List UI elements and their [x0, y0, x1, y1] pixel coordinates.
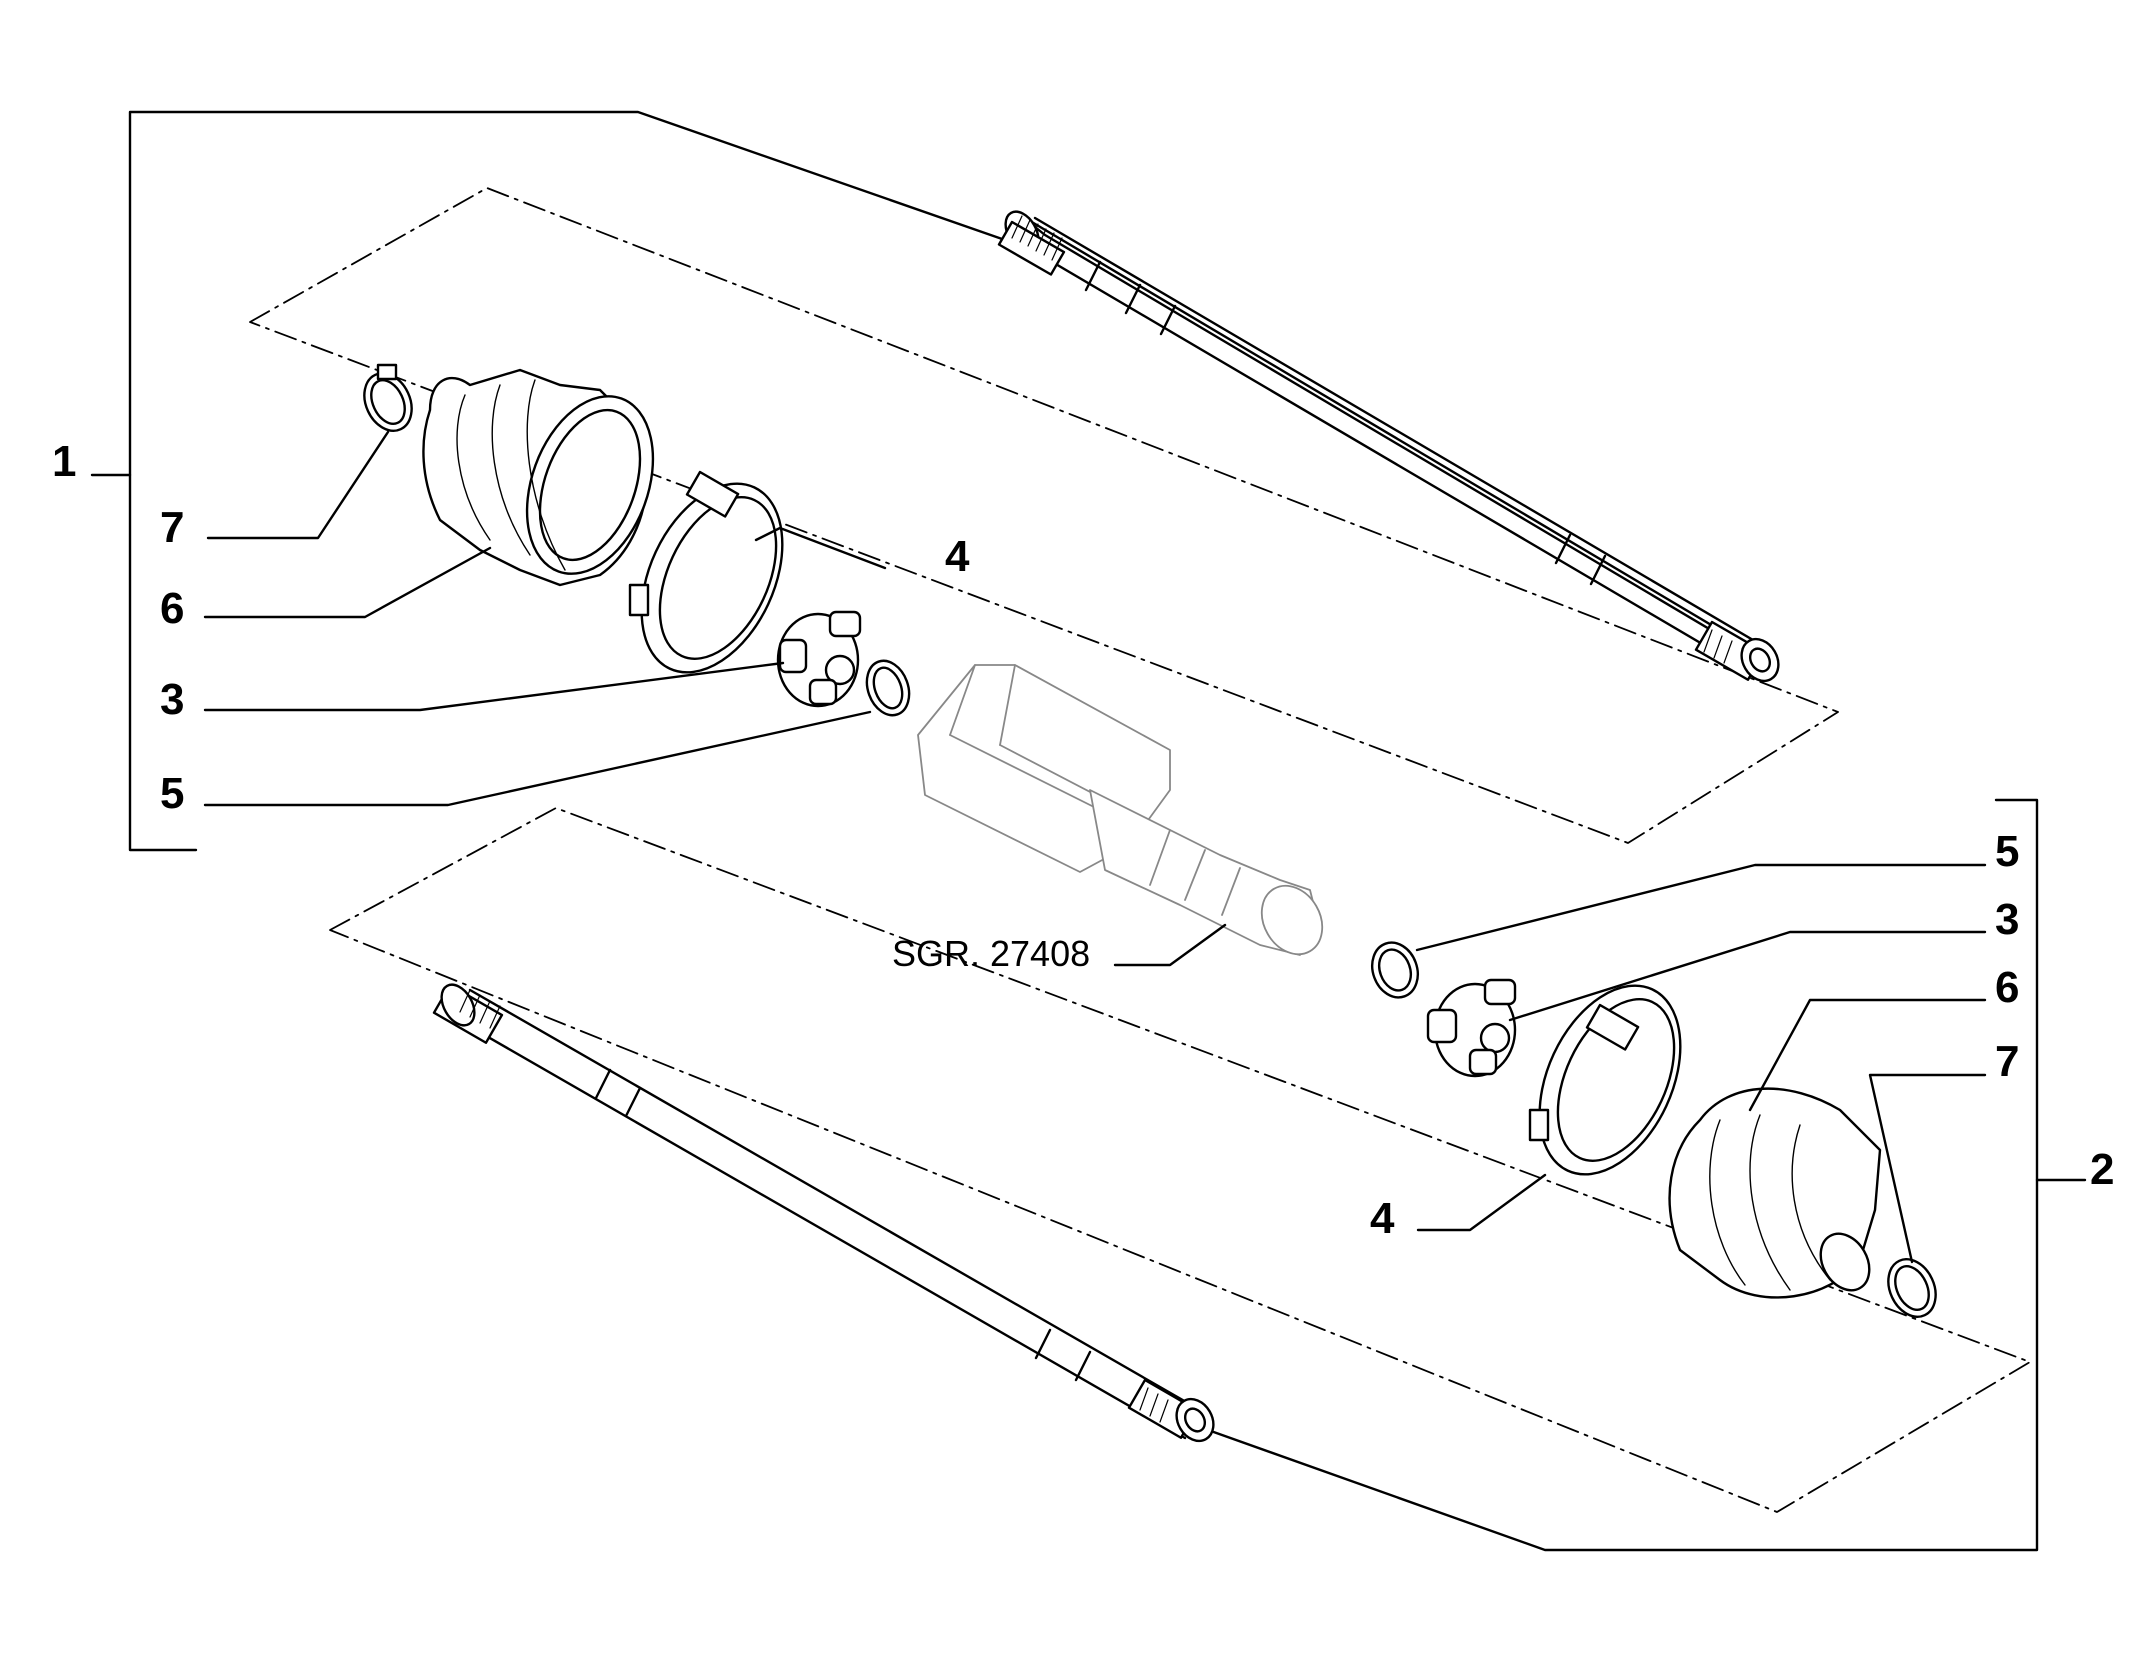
- callout-lower-clamp-large: 4: [1370, 1194, 1395, 1243]
- callout-assembly-1: 1: [52, 437, 77, 486]
- callout-lower-snap-ring: 5: [1995, 827, 2020, 876]
- callout-upper-snap-ring: 5: [160, 769, 185, 818]
- boot-upper: [422, 368, 655, 587]
- upper-drive-shaft: [997, 210, 1780, 683]
- leader-lines-lower: [1415, 863, 1987, 1264]
- boot-clamp-small-lower: [1887, 1258, 1937, 1318]
- callout-upper-tripod: 3: [160, 675, 185, 724]
- joint-housing: [917, 664, 1324, 956]
- leader-lines-upper: [203, 430, 887, 807]
- callout-upper-clamp-large: 4: [945, 532, 970, 581]
- callout-upper-boot: 6: [160, 584, 185, 633]
- tripod-spider-lower: [1426, 978, 1517, 1078]
- snap-ring-upper: [865, 659, 911, 717]
- boot-clamp-large-lower: [1528, 984, 1682, 1176]
- lower-drive-shaft: [432, 983, 1215, 1443]
- reference-code-leader: [1113, 923, 1227, 967]
- callout-lower-boot: 6: [1995, 963, 2020, 1012]
- snap-ring-lower: [1371, 941, 1419, 999]
- tripod-spider-upper: [776, 610, 862, 708]
- assembly-2-bracket: [1206, 798, 2087, 1552]
- group-outline-upper: [249, 187, 1839, 844]
- reference-code: SGR. 27408: [892, 933, 1091, 974]
- boot-clamp-large-upper: [628, 470, 784, 674]
- boot-clamp-small-upper: [363, 363, 413, 432]
- assembly-1-bracket: [90, 110, 1007, 852]
- callout-upper-clamp-small: 7: [160, 503, 185, 552]
- callout-lower-tripod: 3: [1995, 895, 2020, 944]
- callout-assembly-2: 2: [2090, 1145, 2115, 1194]
- callout-lower-clamp-small: 7: [1995, 1037, 2020, 1086]
- boot-lower: [1668, 1087, 1882, 1299]
- group-outline-lower: [329, 807, 2031, 1513]
